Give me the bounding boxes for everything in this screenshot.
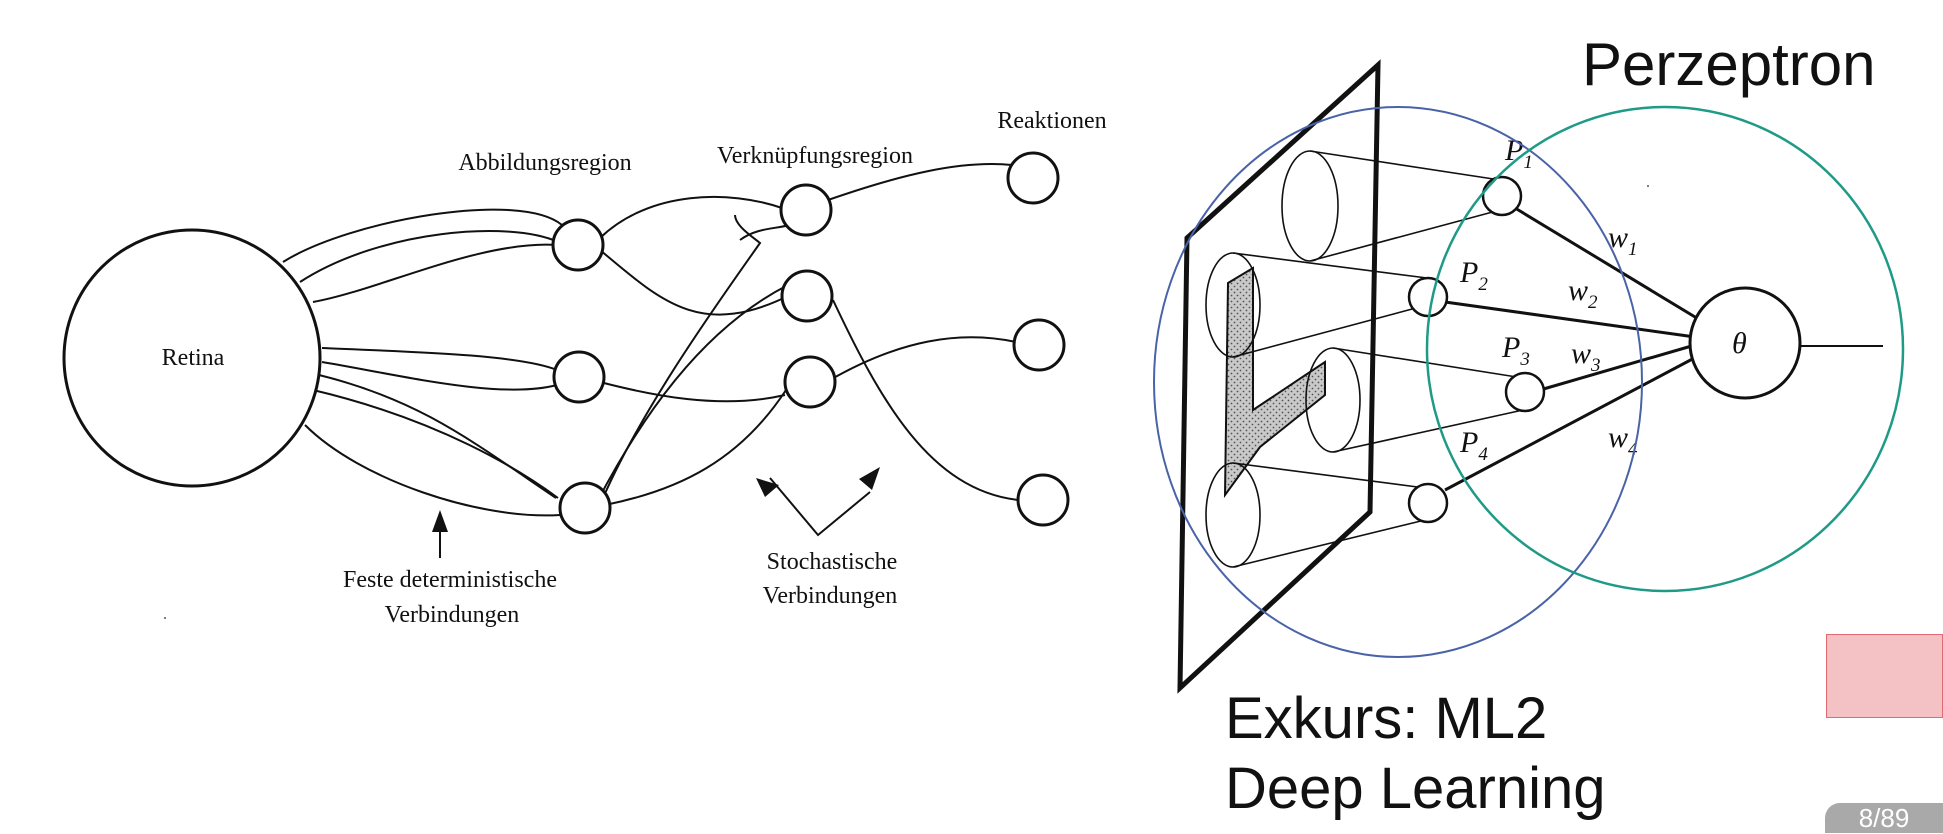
retina-to-a1-curve <box>312 243 558 303</box>
abbildung-node-2 <box>552 350 606 404</box>
reaktionen-label: Reaktionen <box>997 108 1106 134</box>
retina-to-a3-curve <box>312 389 559 499</box>
w1-label: w1 <box>1608 221 1638 260</box>
projection-cones <box>1205 150 1524 568</box>
stochastische-label-line1: Stochastische <box>767 549 898 575</box>
perceptron-diagram: θ P1 P2 P3 P4 w1 w2 w3 w4 <box>1153 59 1905 694</box>
feste-label-line1: Feste deterministische <box>343 567 557 593</box>
stochastische-arrows <box>756 467 880 537</box>
a-to-v-curve <box>599 381 786 403</box>
verknuepfungsregion-label: Verknüpfungsregion <box>717 143 913 169</box>
stochastische-label-line2: Verbindungen <box>763 583 898 609</box>
input-node-p4 <box>1407 482 1449 524</box>
rosenblatt-diagram: Retina Abbildungsregion Verknüpfungsregi… <box>62 108 1107 628</box>
retina-to-a1-curve <box>282 208 563 263</box>
a-to-v-curve <box>604 389 787 506</box>
weight-connections <box>1444 206 1883 492</box>
retina-to-a2-curve <box>321 347 558 371</box>
reaktion-node-1 <box>1006 151 1060 205</box>
input-node-p1 <box>1481 175 1523 217</box>
threshold-node <box>1688 286 1802 400</box>
abbildungsregion-label: Abbildungsregion <box>458 150 631 176</box>
abbildung-node-3 <box>558 481 612 535</box>
retina-label: Retina <box>162 345 225 371</box>
w3-label: w3 <box>1571 337 1601 376</box>
connection-curves <box>282 163 1019 517</box>
page-counter: 8/89 <box>1825 803 1943 833</box>
a-to-v-curve <box>599 249 791 316</box>
verknuepfung-node-3 <box>783 355 837 409</box>
annotation-box <box>1826 634 1943 718</box>
w2-label: w2 <box>1568 274 1598 313</box>
input-node-p3 <box>1504 371 1546 413</box>
p3-label: P3 <box>1501 331 1530 370</box>
w4-label: w4 <box>1608 421 1638 460</box>
retina-to-a1-curve <box>299 230 559 283</box>
verknuepfung-node-2 <box>780 269 834 323</box>
l-shape-figure <box>1223 266 1326 499</box>
v-to-r-curve <box>827 163 1013 201</box>
p2-label: P2 <box>1459 256 1488 295</box>
reaktion-node-3 <box>1016 473 1070 527</box>
retina-to-a2-curve <box>321 361 558 391</box>
reaktion-node-2 <box>1012 318 1066 372</box>
input-plane <box>1177 59 1381 694</box>
slide-subtitle-line2: Deep Learning <box>1225 756 1606 821</box>
slide-title: Perzeptron <box>1582 31 1876 98</box>
threshold-label: θ <box>1732 327 1747 360</box>
retina-to-a3-curve <box>304 424 561 517</box>
a-to-v-curve <box>596 284 789 503</box>
input-labels: P1 P2 P3 P4 <box>1459 134 1533 465</box>
feste-label-line2: Verbindungen <box>385 602 520 628</box>
feste-arrow <box>432 510 448 558</box>
verknuepfung-node-1 <box>779 183 833 237</box>
a-to-v-curve <box>599 195 783 239</box>
retina-to-a3-curve <box>318 374 557 499</box>
speck-dot <box>164 617 166 619</box>
slide-subtitle-line1: Exkurs: ML2 <box>1225 686 1547 751</box>
cone-base-1 <box>1281 150 1339 262</box>
input-node-p2 <box>1407 276 1449 318</box>
blue-highlight-ellipse <box>1153 106 1643 658</box>
teal-highlight-ellipse <box>1425 105 1905 593</box>
v-to-r-curve <box>832 299 1019 501</box>
speck-dot <box>1647 185 1649 187</box>
abbildung-node-1 <box>551 218 605 272</box>
v-to-r-curve <box>829 336 1017 381</box>
a-to-v-curve <box>599 214 762 506</box>
retina-node <box>62 228 322 488</box>
weight-labels: w1 w2 w3 w4 <box>1568 221 1638 460</box>
p4-label: P4 <box>1459 426 1488 465</box>
